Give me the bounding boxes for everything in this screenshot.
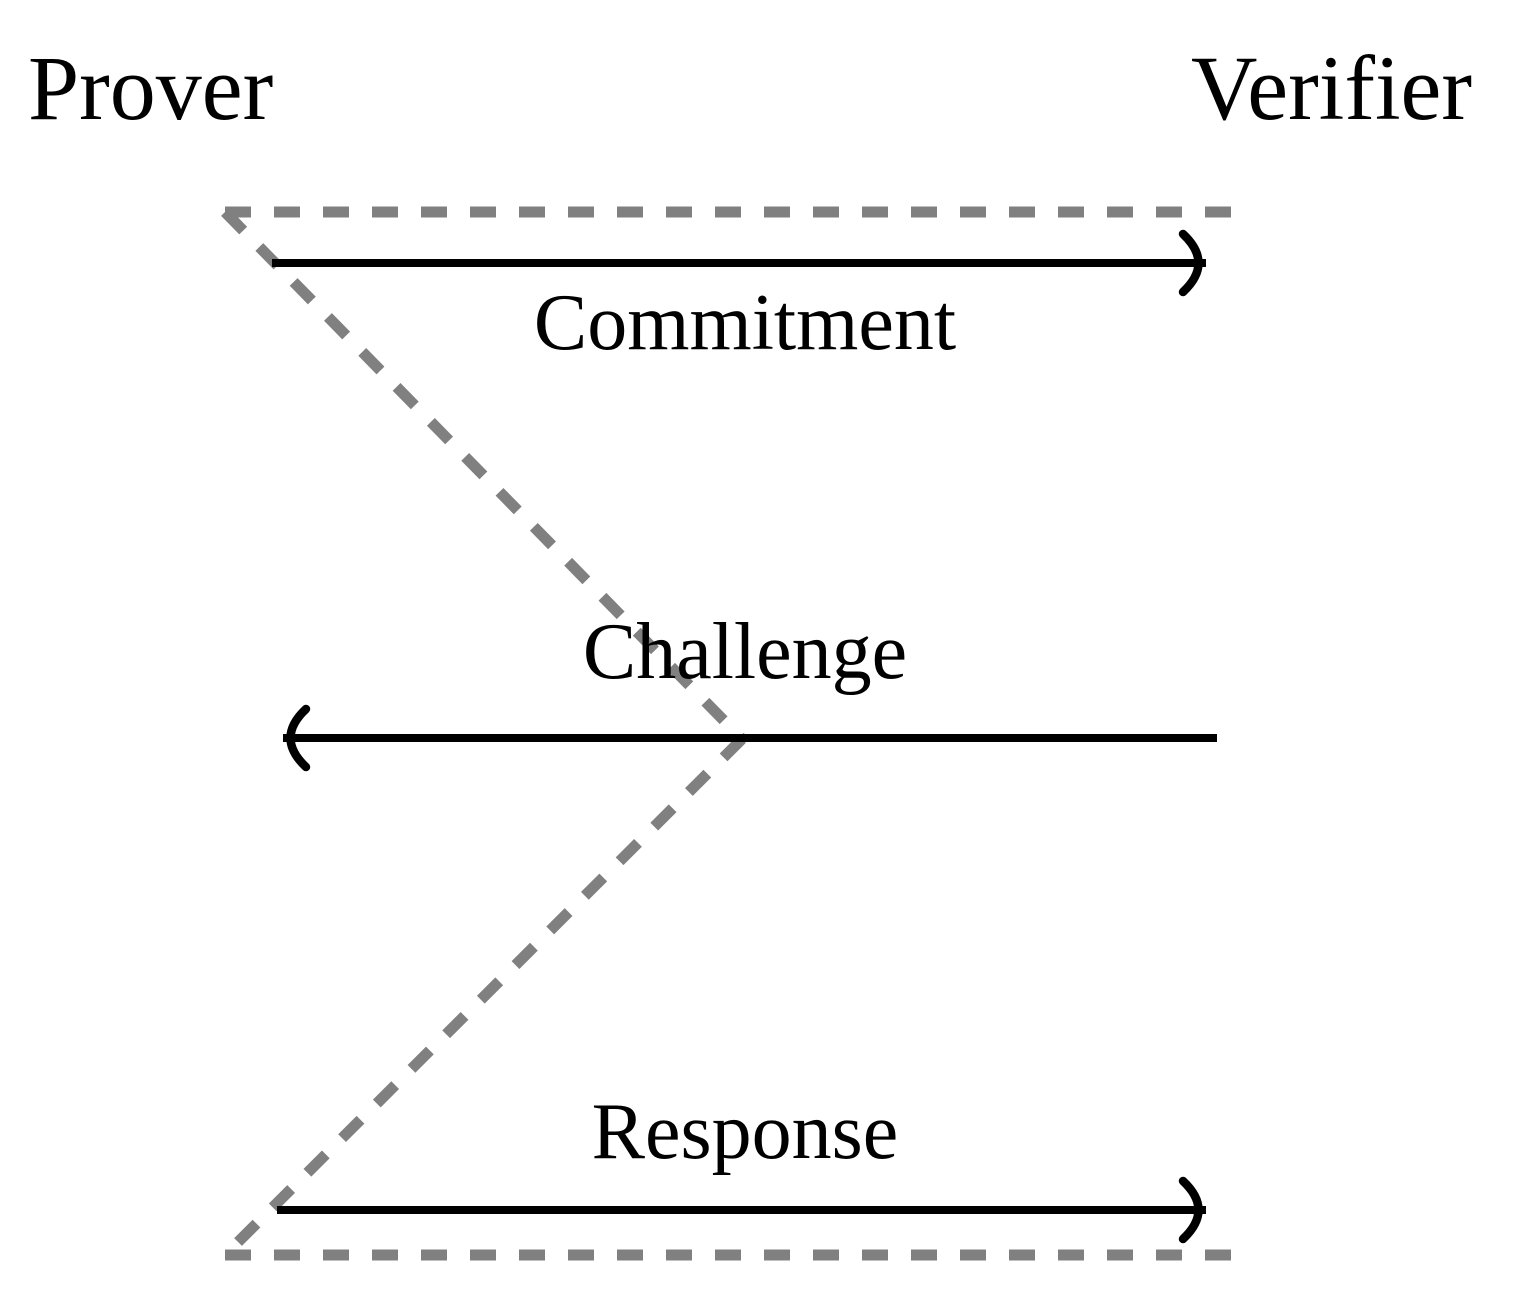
response-arrow	[277, 1176, 1206, 1244]
commitment-arrow	[272, 229, 1206, 297]
party-label-prover: Prover	[28, 37, 274, 139]
message-label-response: Response	[591, 1088, 899, 1176]
challenge-arrow	[283, 704, 1217, 772]
dashed-guide-diagonal-down	[221, 208, 746, 743]
message-label-commitment: Commitment	[533, 279, 957, 367]
party-label-verifier: Verifier	[1191, 37, 1472, 139]
dashed-guide-diagonal-up	[221, 735, 746, 1259]
message-label-challenge: Challenge	[582, 608, 908, 696]
